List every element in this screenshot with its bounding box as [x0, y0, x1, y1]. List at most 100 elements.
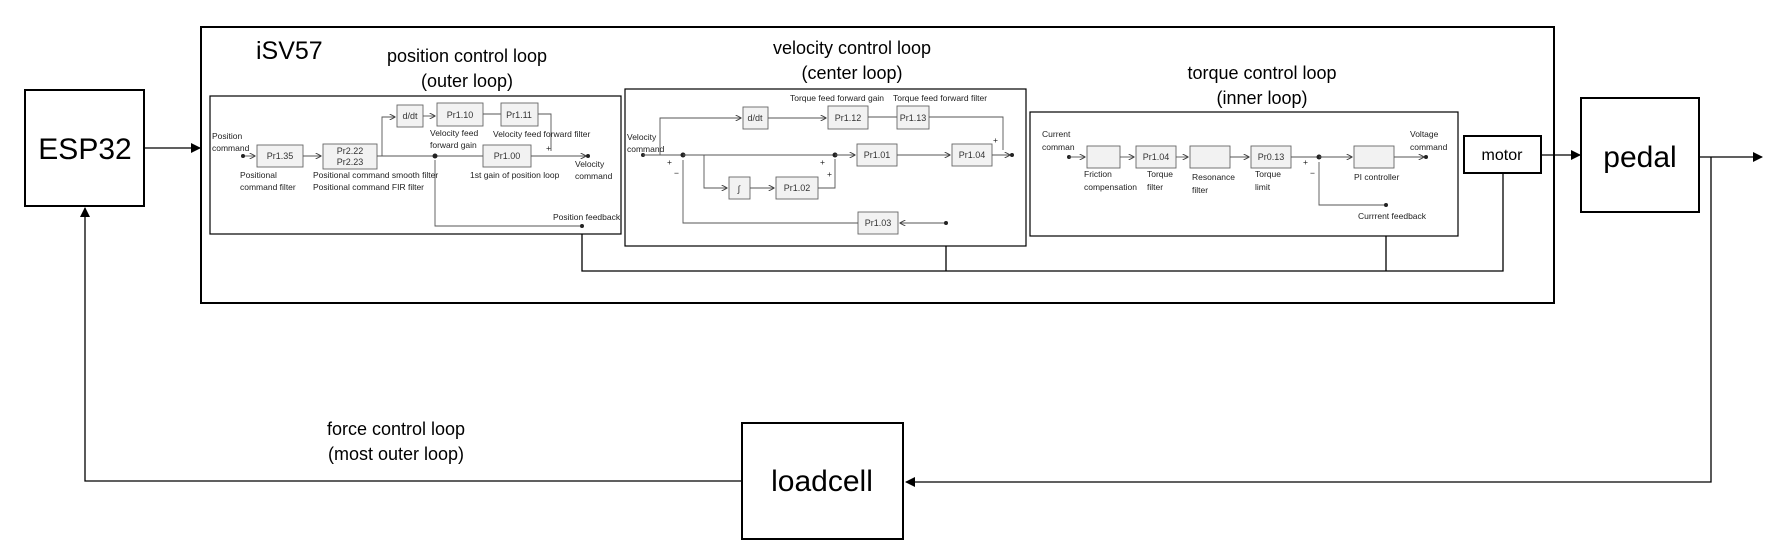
- tor-current-command-label: Current: [1042, 129, 1071, 139]
- vel-ff-branch: [659, 118, 741, 155]
- pos-output-node: [586, 154, 590, 158]
- pr0-13-label: Pr0.13: [1258, 152, 1285, 162]
- pos-feedback-node: [580, 224, 584, 228]
- resonance-filter-block: [1189, 145, 1231, 169]
- pos-velocity-command-label-2: command: [575, 171, 613, 181]
- force-loop-sublabel: (most outer loop): [328, 444, 464, 464]
- pr1-13-label: Pr1.13: [900, 113, 927, 123]
- pos-velocity-command-label: Velocity: [575, 159, 605, 169]
- pos-sum-node: [432, 153, 438, 159]
- vel-int-to-sum: [818, 159, 836, 189]
- loadcell-block: [741, 422, 904, 540]
- torque-loop-panel: Current comman Friction compensation Pr1…: [1029, 111, 1459, 237]
- loadcell-to-esp32-line: [80, 207, 742, 482]
- pos-position-command-label: Position: [212, 131, 243, 141]
- pedal-block: [1580, 97, 1700, 213]
- esp32-label: ESP32: [38, 133, 131, 166]
- pos-plus-sign: +: [546, 143, 551, 153]
- pr1-04-label-vel: Pr1.04: [959, 150, 986, 160]
- pos-position-command-label-2: command: [212, 143, 250, 153]
- pr1-10-block: [436, 102, 484, 127]
- pi-controller-label: PI controller: [1354, 172, 1400, 182]
- ddt-label-vel: d/dt: [747, 113, 763, 123]
- vel-velocity-command-label: Velocity: [627, 132, 657, 142]
- vel-plus-1: +: [667, 157, 672, 167]
- vel-velocity-command-label-2: command: [627, 144, 665, 154]
- pr1-12-block: [827, 105, 869, 130]
- voltage-command-label-2: command: [1410, 142, 1448, 152]
- pos-input-node: [241, 154, 245, 158]
- pr1-13-block: [896, 105, 930, 130]
- tor-plus: +: [1303, 157, 1308, 167]
- position-feedback-label: Position feedback: [553, 212, 621, 222]
- pi-controller-block: [1353, 145, 1395, 169]
- velocity-loop-sublabel: (center loop): [801, 63, 902, 83]
- pr1-10-label: Pr1.10: [447, 110, 474, 120]
- esp32-block: [24, 89, 145, 207]
- tor-feedback-node: [1384, 203, 1388, 207]
- motor-feedback-line: [581, 173, 1504, 272]
- vel-plus-ff: +: [993, 135, 998, 145]
- tor-feedback-wire: [1318, 162, 1386, 206]
- torque-limit-label-2: limit: [1255, 182, 1271, 192]
- position-loop-sublabel: (outer loop): [421, 71, 513, 91]
- motor-block: [1463, 135, 1542, 174]
- vel-minus-1: −: [674, 168, 679, 178]
- vel-fb-2: [682, 160, 858, 224]
- torque-ff-gain-label: Torque feed forward gain: [790, 93, 884, 103]
- pedal-to-loadcell-line: [905, 157, 1712, 487]
- velocity-ff-gain-label-2: forward gain: [430, 140, 477, 150]
- pr1-35-label: Pr1.35: [267, 151, 294, 161]
- torque-filter-label: Torque: [1147, 169, 1173, 179]
- pr1-11-label: Pr1.11: [506, 110, 532, 120]
- first-gain-label: 1st gain of position loop: [470, 170, 560, 180]
- ddt-label-pos: d/dt: [402, 111, 418, 121]
- pr1-03-label: Pr1.03: [865, 218, 892, 228]
- torque-ff-filter-label: Torque feed forward filter: [893, 93, 987, 103]
- position-loop-panel: Position command Pr1.35 Pr2.22 Pr2.23 Po…: [209, 95, 622, 235]
- pr1-00-label: Pr1.00: [494, 151, 521, 161]
- isv57-title: iSV57: [256, 37, 323, 65]
- integral-label: ∫: [737, 184, 742, 194]
- torque-loop-sublabel: (inner loop): [1216, 88, 1307, 108]
- resonance-filter-label-2: filter: [1192, 185, 1208, 195]
- smooth-filter-label: Positional command smooth filter: [313, 170, 438, 180]
- positional-command-filter-label: Positional: [240, 170, 277, 180]
- position-loop-label: position control loop: [387, 46, 547, 66]
- resonance-filter-label: Resonance: [1192, 172, 1235, 182]
- friction-comp-label: Friction: [1084, 169, 1112, 179]
- torque-loop-label: torque control loop: [1187, 63, 1336, 83]
- vel-output-node: [1010, 153, 1014, 157]
- velocity-loop-label: velocity control loop: [773, 38, 931, 58]
- pedal-label: pedal: [1603, 141, 1676, 174]
- friction-comp-label-2: compensation: [1084, 182, 1137, 192]
- vel-int-branch: [703, 155, 727, 188]
- friction-comp-block: [1086, 145, 1121, 169]
- loadcell-label: loadcell: [771, 465, 873, 498]
- tor-minus: −: [1310, 168, 1315, 178]
- vel-plus-3: +: [827, 169, 832, 179]
- torque-limit-label: Torque: [1255, 169, 1281, 179]
- vel-plus-2: +: [820, 157, 825, 167]
- current-feedback-label: Currrent feedback: [1358, 211, 1427, 221]
- voltage-command-label: Voltage: [1410, 129, 1439, 139]
- pr2-22-block: [322, 143, 378, 170]
- pr1-11-block: [500, 102, 539, 127]
- pr1-04-label-tor: Pr1.04: [1143, 152, 1170, 162]
- tor-current-command-label-2: comman: [1042, 142, 1075, 152]
- torque-panel-frame: [1029, 111, 1459, 237]
- velocity-panel-frame: [624, 88, 1027, 247]
- pos-feedback-wire: [434, 160, 582, 227]
- force-loop-label: force control loop: [327, 419, 465, 439]
- pr2-22-label: Pr2.22: [337, 146, 364, 156]
- vel-ff-to-sum: [929, 116, 1004, 150]
- velocity-loop-panel: Velocity command + − d/dt Pr1.12 Pr1.13 …: [624, 88, 1027, 247]
- positional-command-filter-label-2: command filter: [240, 182, 296, 192]
- tor-output-node: [1424, 155, 1428, 159]
- pos-ff-branch: [381, 117, 395, 156]
- motor-label: motor: [1482, 147, 1524, 164]
- pr1-01-label: Pr1.01: [864, 150, 891, 160]
- fir-filter-label: Positional command FIR filter: [313, 182, 424, 192]
- torque-filter-label-2: filter: [1147, 182, 1163, 192]
